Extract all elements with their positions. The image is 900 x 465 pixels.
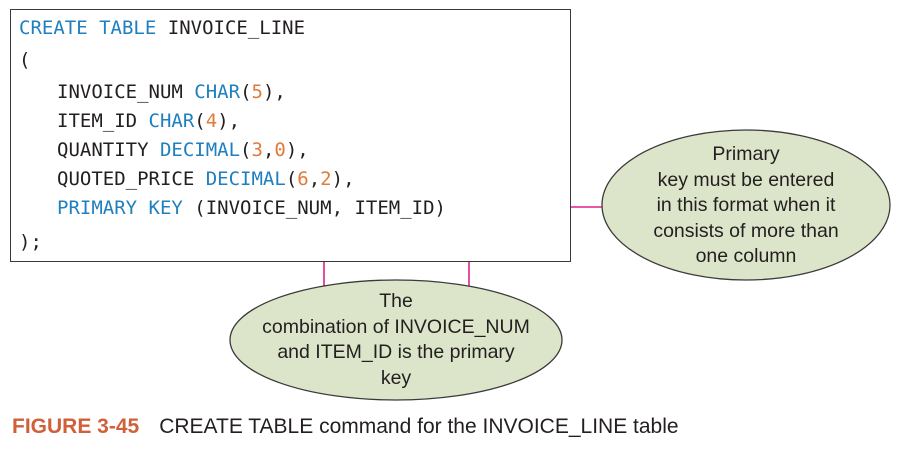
sql-code-box: CREATE TABLE INVOICE_LINE ( INVOICE_NUM … xyxy=(10,9,571,262)
callout-line: key xyxy=(380,366,412,389)
callout-ellipse-right xyxy=(601,129,891,281)
column-name: QUANTITY xyxy=(57,139,149,161)
callout-line: and ITEM_ID is the primary xyxy=(277,341,515,363)
code-line-create: CREATE TABLE INVOICE_LINE xyxy=(19,16,305,40)
table-name: INVOICE_LINE xyxy=(167,17,306,39)
type-arg: 4 xyxy=(205,110,218,132)
close-paren: ), xyxy=(262,81,286,103)
code-line-quoted-price: QUOTED_PRICE DECIMAL(6,2), xyxy=(57,167,355,191)
code-line-primary-key: PRIMARY KEY (INVOICE_NUM, ITEM_ID) xyxy=(57,196,446,220)
callout-bottom-text: The combination of INVOICE_NUM and ITEM_… xyxy=(236,289,556,391)
figure-title: CREATE TABLE command for the INVOICE_LIN… xyxy=(159,415,679,438)
type-arg: 2 xyxy=(320,168,332,190)
kw-primary-key: PRIMARY KEY xyxy=(57,197,183,219)
column-name: QUOTED_PRICE xyxy=(57,168,195,190)
code-line-invoice-num: INVOICE_NUM CHAR(5), xyxy=(57,80,286,104)
callout-ellipse-bottom xyxy=(229,279,563,401)
callout-line: The xyxy=(379,290,413,312)
callout-line: in this format when it xyxy=(656,194,836,216)
arg-separator: , xyxy=(308,168,321,190)
code-line-item-id: ITEM_ID CHAR(4), xyxy=(57,109,240,133)
pk-columns: (INVOICE_NUM, ITEM_ID) xyxy=(194,197,446,219)
callout-right-text: Primary key must be entered in this form… xyxy=(606,142,886,270)
open-paren: ( xyxy=(240,81,252,103)
kw-create: CREATE xyxy=(19,17,88,39)
figure-label: FIGURE 3-45 xyxy=(12,415,140,438)
type-arg: 0 xyxy=(274,139,286,161)
column-name: ITEM_ID xyxy=(57,110,138,132)
column-type: DECIMAL xyxy=(159,139,241,161)
code-close: ); xyxy=(19,231,42,253)
close-paren: ), xyxy=(331,168,355,190)
kw-table: TABLE xyxy=(99,17,157,39)
column-type: CHAR xyxy=(194,81,241,103)
code-open-paren: ( xyxy=(19,49,31,71)
column-name: INVOICE_NUM xyxy=(57,81,183,103)
arg-separator: , xyxy=(262,139,275,161)
callout-line: one column xyxy=(695,245,797,267)
code-line-quantity: QUANTITY DECIMAL(3,0), xyxy=(57,138,309,162)
column-type: DECIMAL xyxy=(205,168,286,190)
close-paren: ), xyxy=(285,139,309,161)
type-arg: 6 xyxy=(297,168,309,190)
open-paren: ( xyxy=(240,139,252,161)
callout-line: Primary xyxy=(712,143,780,165)
column-type: CHAR xyxy=(148,110,195,132)
open-paren: ( xyxy=(194,110,206,132)
callout-line: consists of more than xyxy=(653,219,839,242)
open-paren: ( xyxy=(285,168,298,190)
type-arg: 5 xyxy=(251,81,263,103)
callout-line: key must be entered xyxy=(657,168,835,191)
type-arg: 3 xyxy=(251,139,263,161)
close-paren: ), xyxy=(217,110,241,132)
figure-caption: FIGURE 3-45 CREATE TABLE command for the … xyxy=(12,413,679,441)
callout-line: combination of INVOICE_NUM xyxy=(262,315,530,338)
